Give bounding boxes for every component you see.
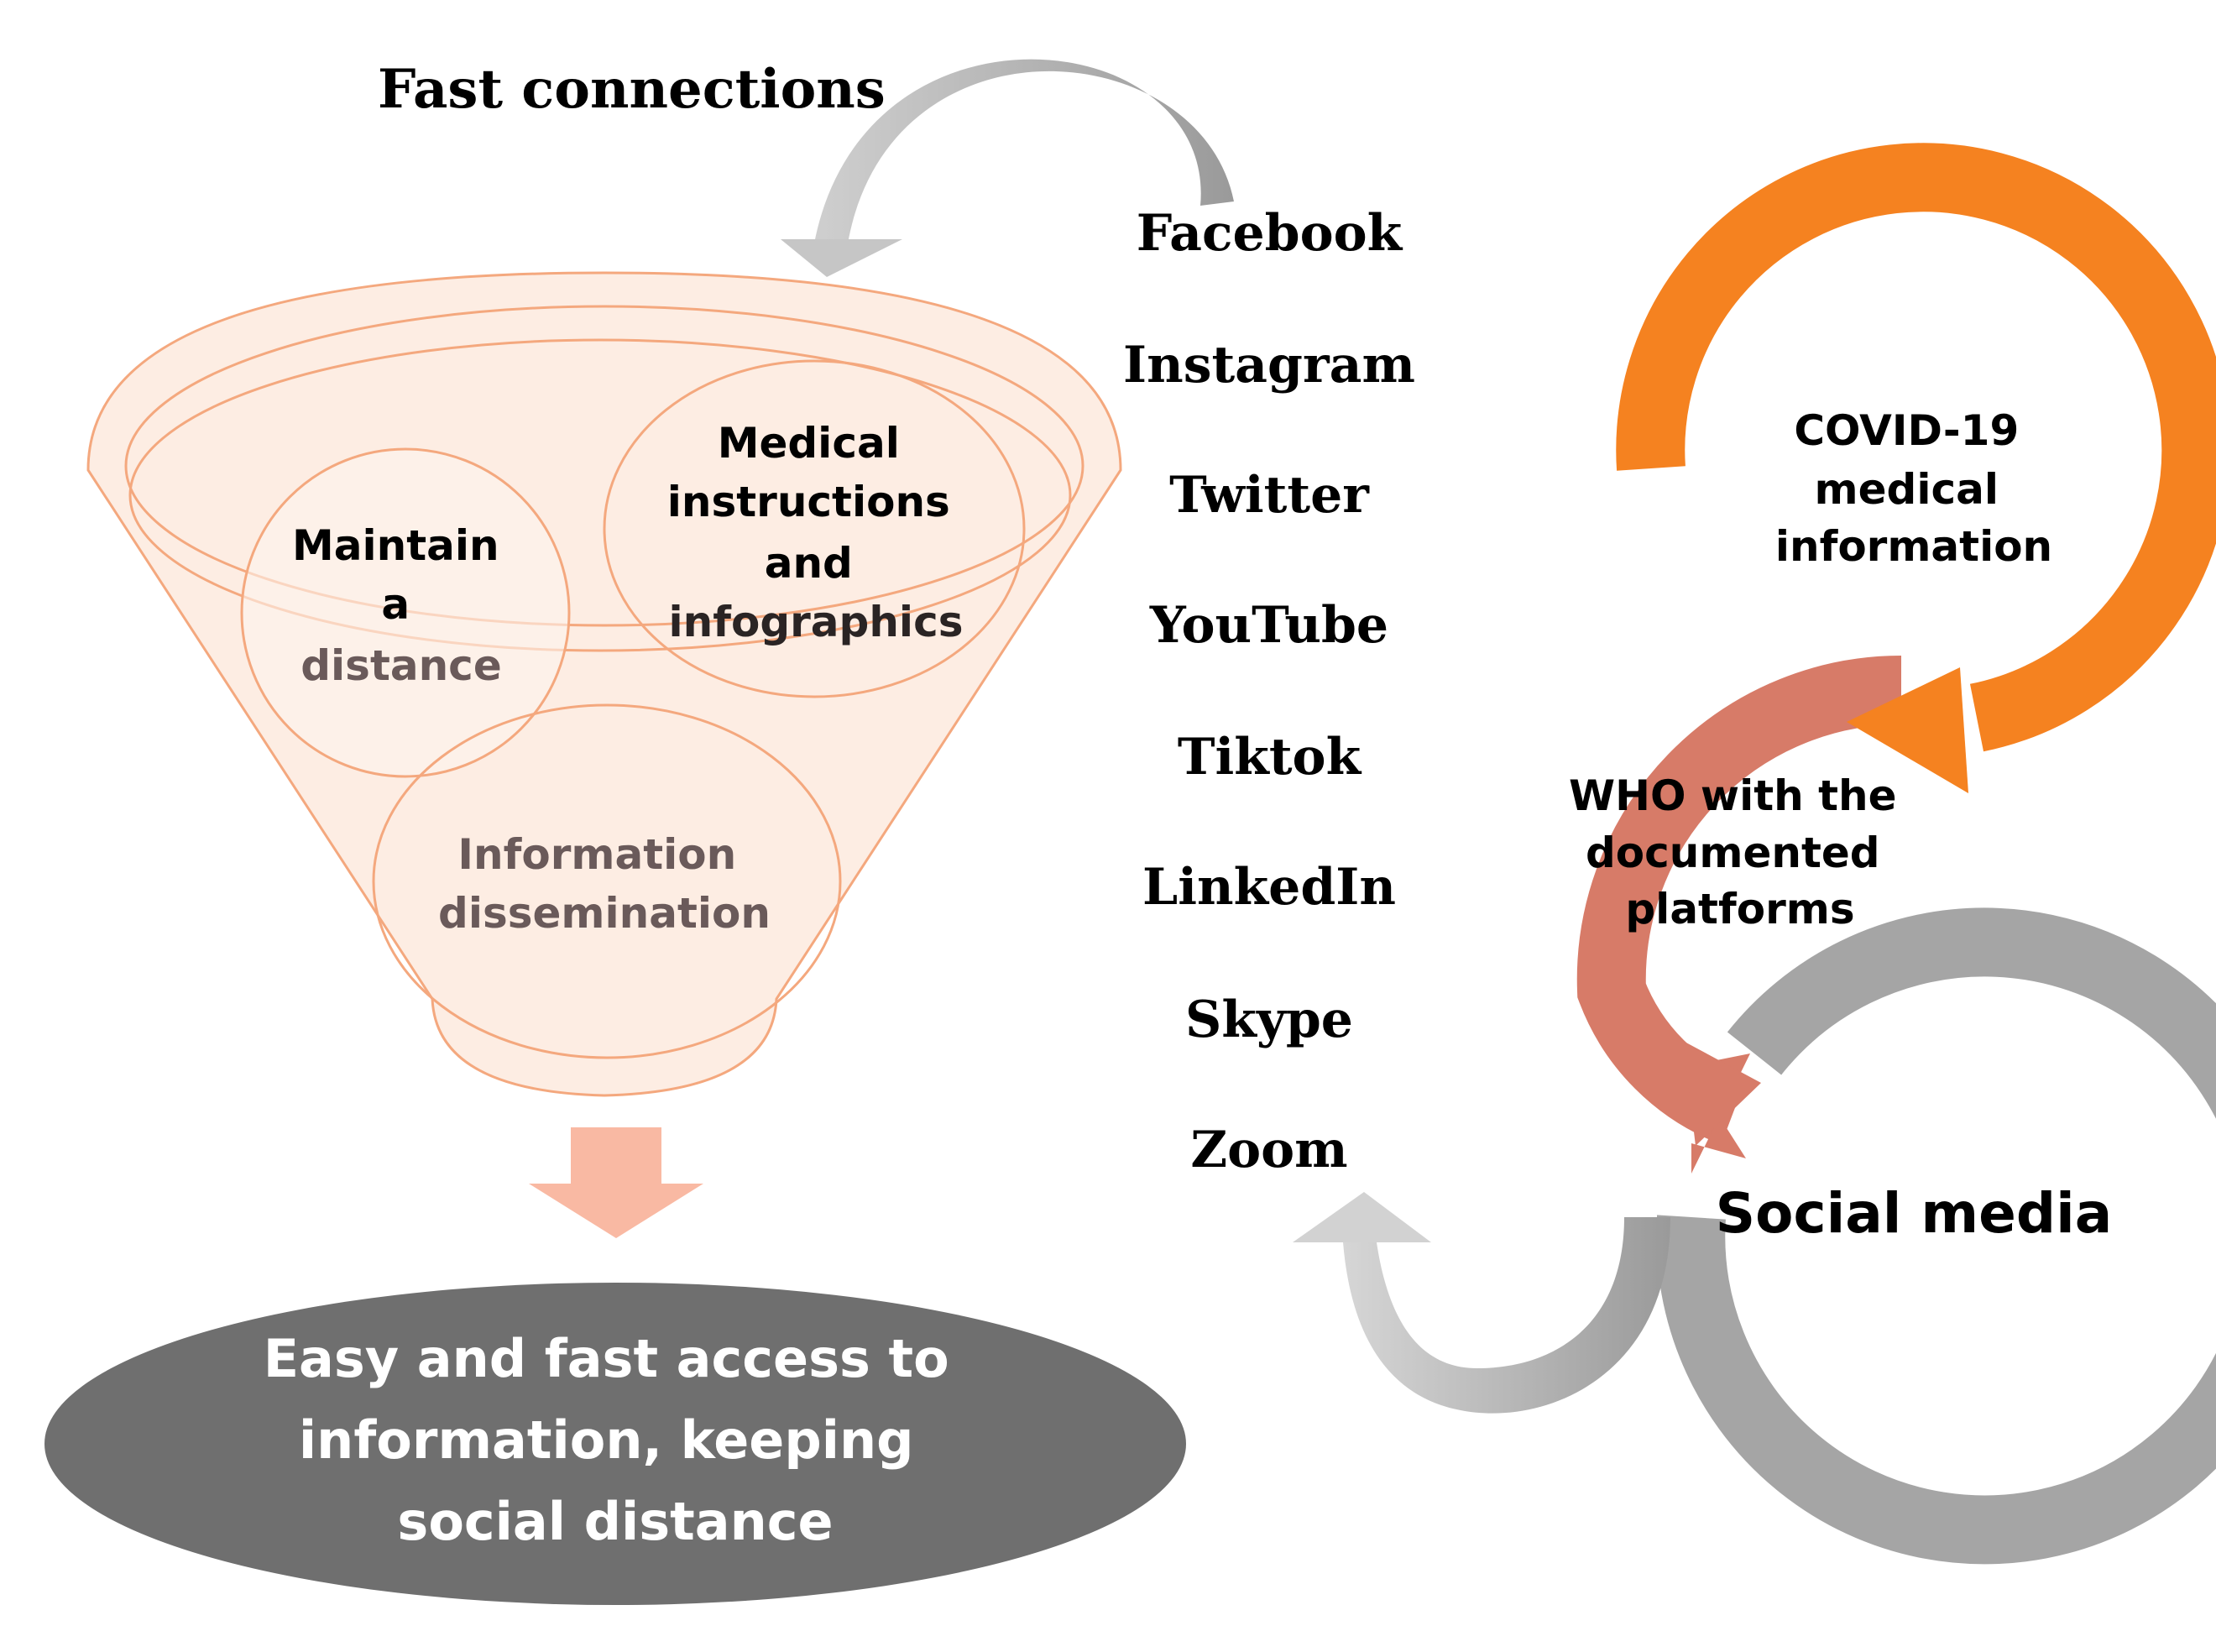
medical-line-2: instructions	[667, 478, 950, 526]
who-text: WHO with the documented platforms	[1569, 771, 1911, 933]
medical-line-1: Medical	[718, 419, 900, 468]
fast-connections-label: Fast connections	[378, 58, 886, 121]
covid-line-2: medical	[1815, 465, 1999, 514]
dissemination-line-2: dissemination	[438, 889, 771, 938]
down-arrow-icon	[529, 1127, 703, 1238]
maintain-distance-text: Maintain a distance	[292, 521, 514, 690]
platform-instagram: Instagram	[1123, 336, 1415, 395]
social-media-label: Social media	[1716, 1181, 2113, 1246]
funnel-rim-inner	[128, 338, 1072, 652]
dissemination-line-1: Information	[457, 830, 736, 879]
medical-line-4: infographics	[669, 598, 964, 646]
who-line-3: platforms	[1625, 885, 1854, 933]
who-line-2: documented	[1586, 829, 1880, 877]
maintain-line-3: distance	[301, 641, 501, 690]
funnel-rim-outer	[124, 305, 1084, 627]
platform-tiktok: Tiktok	[1178, 728, 1362, 787]
covid-ring	[1616, 143, 2216, 793]
maintain-line-2: a	[381, 580, 410, 629]
outcome-ellipse	[44, 1283, 1186, 1605]
circle-information-dissemination	[372, 703, 842, 1059]
platform-twitter: Twitter	[1169, 466, 1370, 525]
platform-facebook: Facebook	[1137, 204, 1403, 263]
who-ring	[1576, 656, 1902, 1174]
medical-line-3: and	[765, 539, 853, 588]
covid-line-3: information	[1775, 522, 2052, 571]
who-line-1: WHO with the	[1569, 771, 1897, 820]
platform-skype: Skype	[1185, 991, 1353, 1049]
outcome-line-3: social distance	[397, 1491, 833, 1552]
medical-instructions-text: Medical instructions and infographics	[667, 419, 964, 646]
platform-youtube: YouTube	[1149, 596, 1388, 655]
funnel	[86, 271, 1122, 1097]
outcome-text: Easy and fast access to information, kee…	[264, 1328, 968, 1552]
platform-linkedin: LinkedIn	[1142, 858, 1396, 917]
outcome-line-1: Easy and fast access to	[264, 1328, 949, 1389]
funnel-body	[86, 271, 1122, 1097]
return-arrow	[1293, 1192, 1670, 1414]
circle-maintain-distance	[240, 447, 571, 778]
platform-zoom: Zoom	[1190, 1121, 1347, 1179]
covid-line-1: COVID-19	[1794, 406, 2019, 455]
maintain-line-1: Maintain	[292, 521, 499, 570]
information-dissemination-text: Information dissemination	[438, 830, 771, 938]
fast-connections-arrow	[781, 59, 1234, 277]
outcome-line-2: information, keeping	[299, 1409, 914, 1471]
social-media-ring	[1656, 907, 2216, 1565]
covid-text: COVID-19 medical information	[1775, 406, 2052, 571]
circle-medical-instructions	[603, 359, 1026, 698]
platform-list: Facebook Instagram Twitter YouTube Tikto…	[1123, 204, 1415, 1179]
